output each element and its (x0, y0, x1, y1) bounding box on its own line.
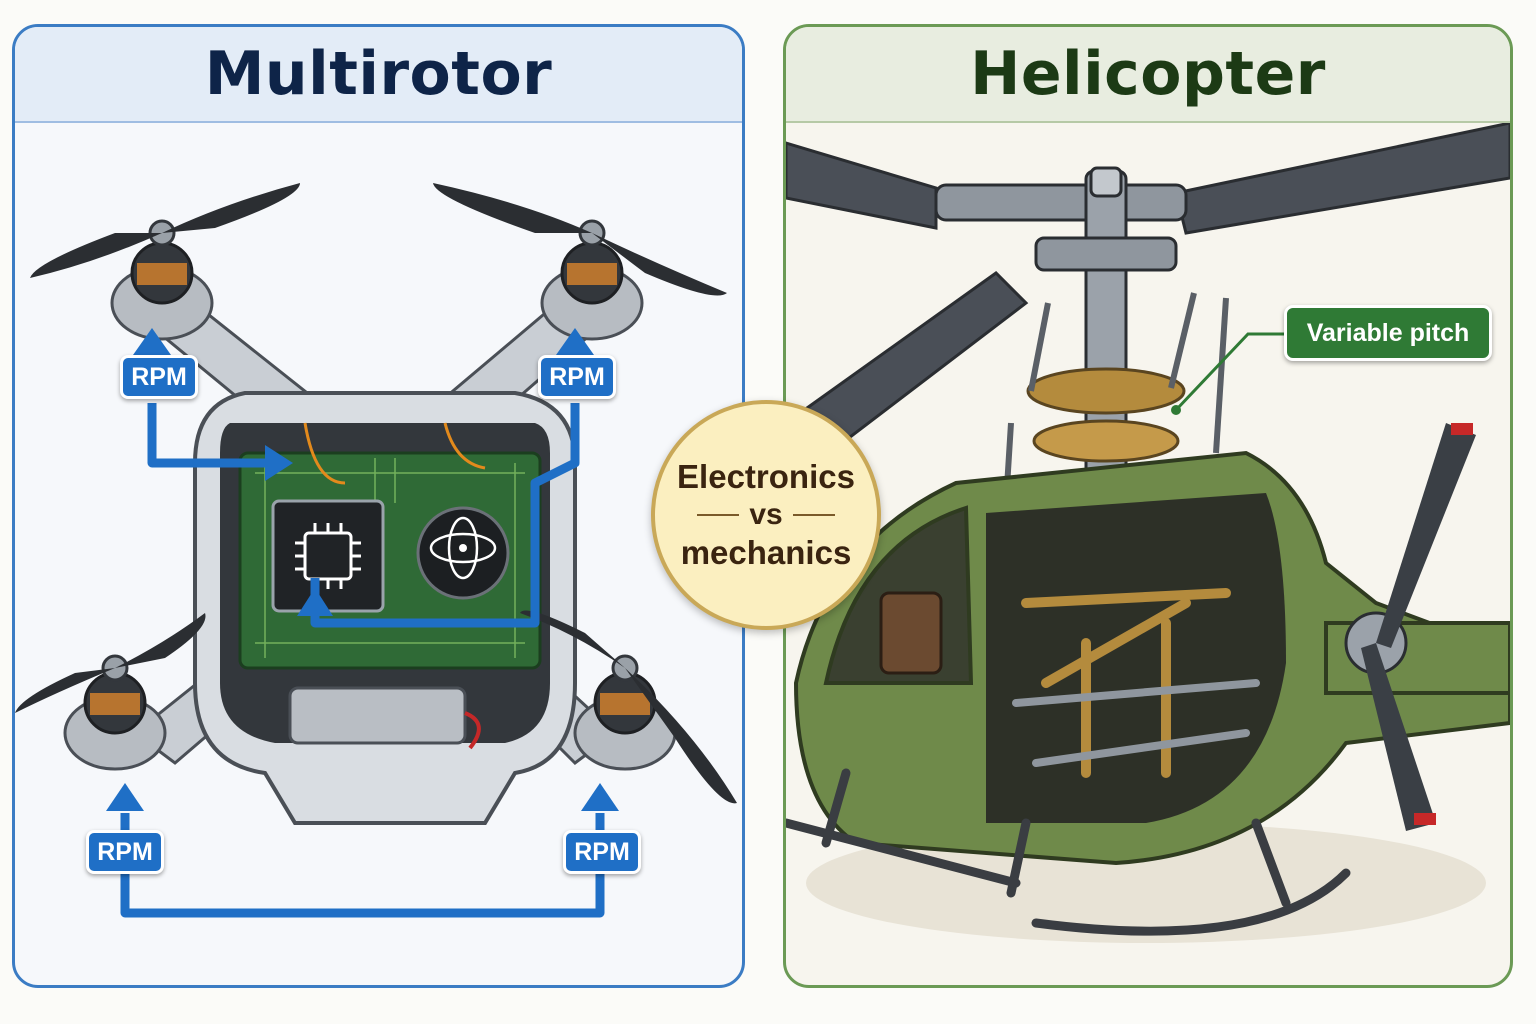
main-rotor-blades (786, 123, 1510, 466)
gyroscope-icon (416, 506, 510, 600)
multirotor-panel: Multirotor (12, 24, 745, 988)
pilot-seat (879, 591, 943, 675)
variable-pitch-callout: Variable pitch (1284, 305, 1492, 361)
helicopter-panel: Helicopter (783, 24, 1513, 988)
badge-line-vs: vs (749, 498, 783, 531)
rpm-label-front-right: RPM (538, 355, 616, 399)
quadcopter-illustration (15, 183, 737, 918)
swashplate (1026, 367, 1186, 463)
rpm-label-front-left: RPM (120, 355, 198, 399)
chip-icon (271, 499, 385, 613)
rpm-label-rear-left: RPM (86, 830, 164, 874)
badge-line-electronics: Electronics (677, 458, 855, 495)
tail-rotor (1344, 423, 1476, 831)
comparison-badge: Electronics vs mechanics (651, 400, 881, 630)
motor-rear-left (15, 613, 206, 771)
motor-front-left (30, 183, 300, 341)
multirotor-title: Multirotor (15, 27, 742, 123)
badge-line-mechanics: mechanics (680, 534, 852, 571)
badge-divider-right (792, 514, 835, 516)
helicopter-title: Helicopter (786, 27, 1510, 123)
badge-vs-row: vs (697, 498, 835, 532)
badge-divider-left (697, 514, 740, 516)
landing-skids (786, 768, 1351, 936)
battery (288, 686, 467, 745)
helicopter-illustration (786, 123, 1510, 943)
rpm-label-rear-right: RPM (563, 830, 641, 874)
motor-front-right (433, 183, 727, 341)
arrowheads (106, 328, 619, 811)
